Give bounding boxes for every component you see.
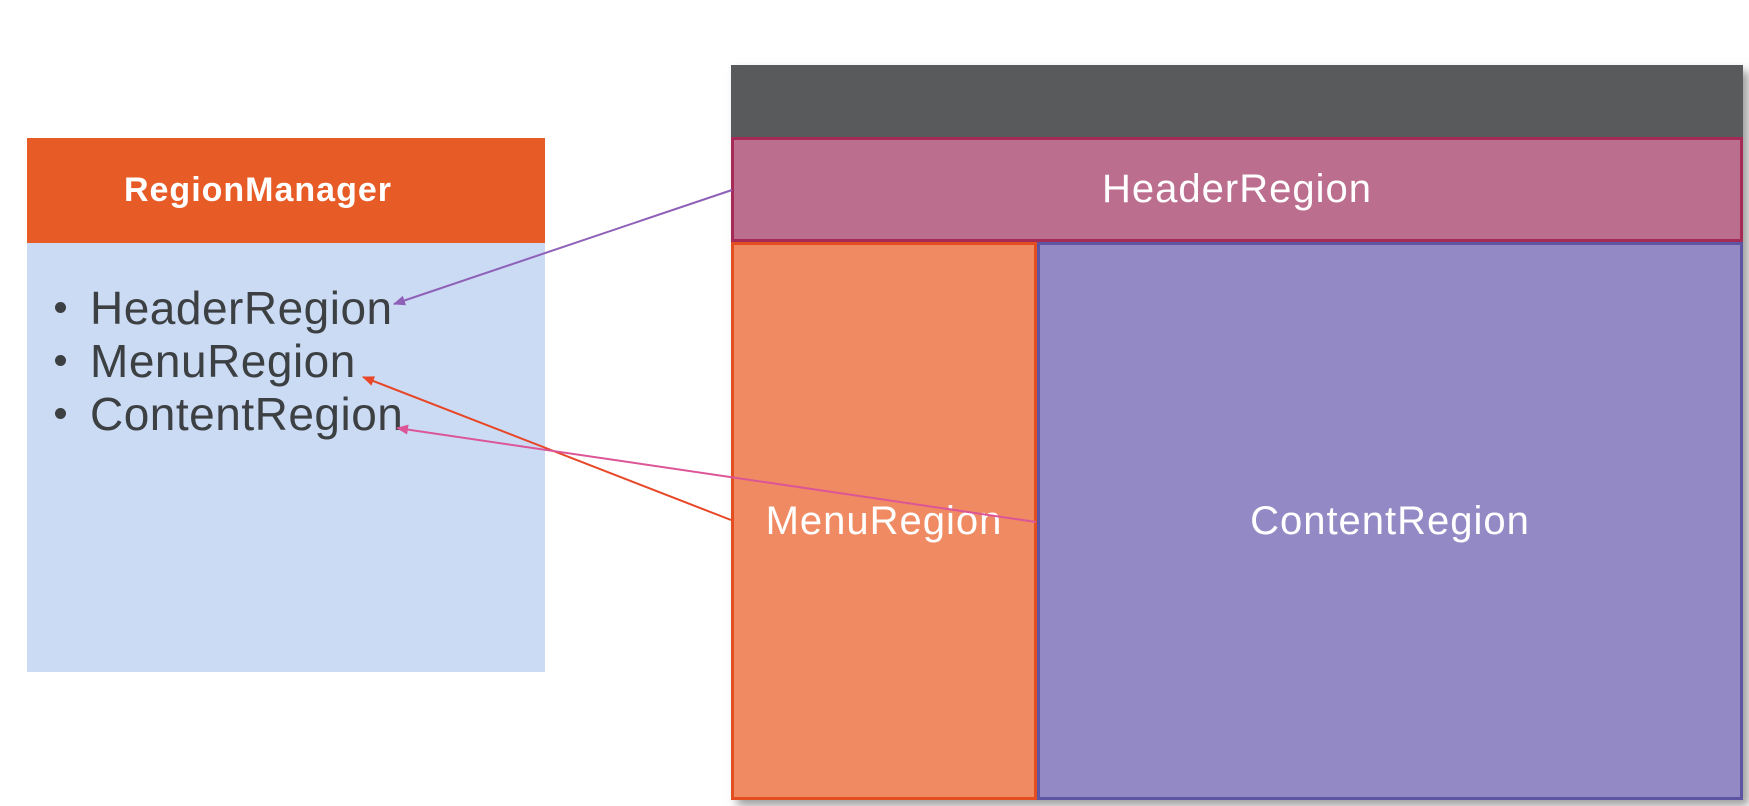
content-region-label: ContentRegion	[1250, 498, 1530, 543]
bullet-label: MenuRegion	[90, 334, 356, 387]
list-item-header-region: HeaderRegion	[27, 281, 545, 334]
region-list: HeaderRegion MenuRegion ContentRegion	[27, 243, 545, 440]
list-item-menu-region: MenuRegion	[27, 334, 545, 387]
bullet-label: ContentRegion	[90, 387, 404, 440]
bullet-dot	[55, 355, 66, 366]
region-manager-box: RegionManager HeaderRegion MenuRegion Co…	[27, 138, 545, 672]
region-manager-box-body: HeaderRegion MenuRegion ContentRegion	[27, 243, 545, 672]
content-region-panel: ContentRegion	[1037, 242, 1743, 800]
bullet-label: HeaderRegion	[90, 281, 393, 334]
bullet-dot	[55, 408, 66, 419]
list-item-content-region: ContentRegion	[27, 387, 545, 440]
region-manager-title: RegionManager	[123, 171, 393, 209]
header-region-label: HeaderRegion	[1102, 167, 1372, 211]
region-manager-box-header: RegionManager	[27, 138, 545, 243]
menu-region-label: MenuRegion	[765, 498, 1003, 543]
header-region-panel: HeaderRegion	[731, 137, 1743, 242]
bullet-dot	[55, 302, 66, 313]
menu-region-panel: MenuRegion	[731, 242, 1037, 800]
app-mockup-window: HeaderRegion MenuRegion ContentRegion	[731, 65, 1743, 800]
window-titlebar	[731, 65, 1743, 137]
